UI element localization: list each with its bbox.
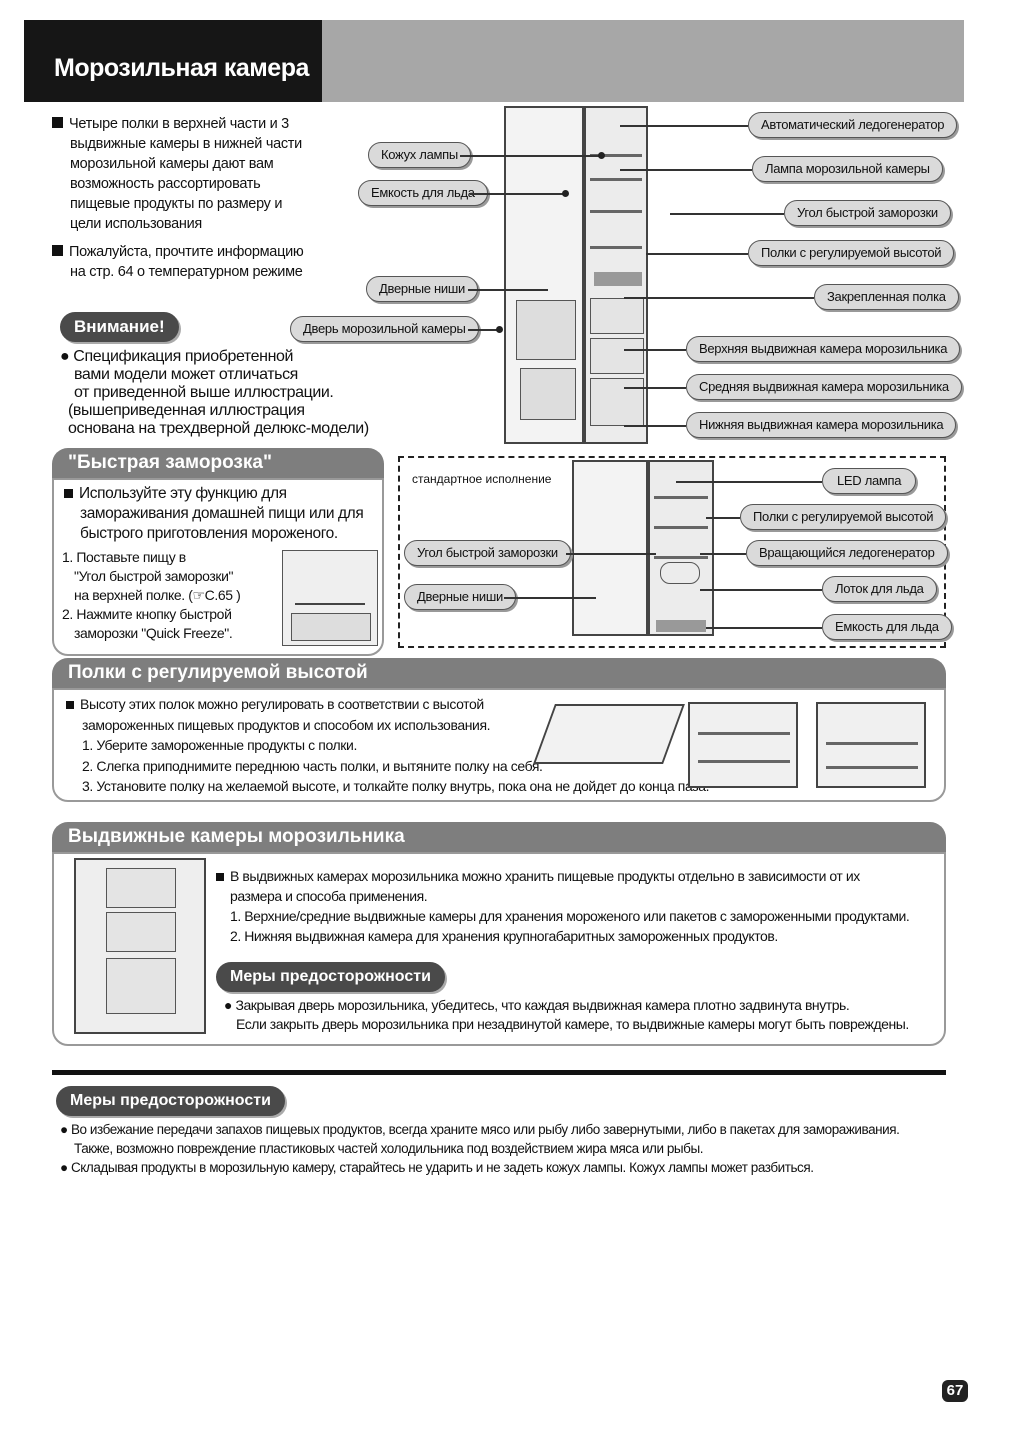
label-fixed-shelf: Закрепленная полка: [814, 284, 959, 310]
door-bin: [520, 368, 576, 420]
shelf-line: [654, 556, 708, 559]
label-freezer-door: Дверь морозильной камеры: [290, 316, 479, 342]
leader-line: [624, 425, 686, 427]
leader-line: [624, 297, 814, 299]
label-door-bins: Дверные ниши: [366, 276, 478, 302]
square-bullet-icon: [66, 701, 74, 709]
drawer-bottom: [590, 378, 644, 426]
leader-line: [470, 193, 566, 195]
leader-line: [468, 329, 500, 331]
leader-line: [460, 155, 602, 157]
label-middle-drawer: Средняя выдвижная камера морозильника: [686, 374, 962, 400]
drawers-caution-label: Меры предосторожности: [216, 962, 445, 992]
leader-line: [468, 289, 548, 291]
square-bullet-icon: [216, 873, 224, 881]
drawer-bottom: [106, 958, 176, 1014]
leader-line: [624, 387, 686, 389]
label-door-bins-std: Дверные ниши: [404, 584, 516, 610]
leader-line: [566, 553, 656, 555]
bottom-caution-text: ● Во избежание передачи запахов пищевых …: [60, 1122, 900, 1175]
label-freezer-lamp: Лампа морозильной камеры: [752, 156, 943, 182]
leader-line: [676, 481, 822, 483]
door-bin: [516, 300, 576, 360]
label-quick-freeze-corner-std: Угол быстрой заморозки: [404, 540, 571, 566]
label-upper-drawer: Верхняя выдвижная камера морозильника: [686, 336, 961, 362]
shelf-line: [590, 178, 642, 181]
label-ice-bin: Емкость для льда: [358, 180, 488, 206]
bottom-caution-label: Меры предосторожности: [56, 1086, 285, 1116]
leader-line: [706, 627, 822, 629]
label-adjustable-shelves-std: Полки с регулируемой высотой: [740, 504, 947, 530]
leader-line: [700, 553, 746, 555]
shelf-removal-illustration: [533, 704, 685, 764]
leader-line: [670, 213, 784, 215]
drawers-caution-text: ● Закрывая дверь морозильника, убедитесь…: [224, 997, 909, 1032]
drawer-top: [590, 298, 644, 334]
label-lower-drawer: Нижняя выдвижная камера морозильника: [686, 412, 957, 438]
label-ice-tray: Лоток для льда: [822, 576, 937, 602]
shelf-line: [826, 766, 918, 769]
shelves-text: Высоту этих полок можно регулировать в с…: [66, 694, 709, 797]
intro-bullet-1: Четыре полки в верхней части и 3 выдвижн…: [52, 114, 322, 234]
drawers-header: Выдвижные камеры морозильника: [52, 822, 946, 852]
standard-cabinet-illustration: [648, 460, 714, 636]
leader-line: [620, 125, 748, 127]
intro-bullet-2: Пожалуйста, прочтите информацию на стр. …: [52, 242, 332, 282]
quick-freeze-header: "Быстрая заморозка": [52, 448, 384, 478]
shelves-header: Полки с регулируемой высотой: [52, 658, 946, 688]
drawers-text: В выдвижных камерах морозильника можно х…: [216, 866, 910, 946]
square-bullet-icon: [52, 117, 63, 128]
label-led-lamp: LED лампа: [822, 468, 917, 494]
page-number: 67: [942, 1380, 968, 1402]
leader-line: [706, 517, 740, 519]
attention-text: ● Спецификация приобретенной вами модели…: [60, 348, 369, 437]
leader-dot: [598, 152, 605, 159]
shelf-position-illustration-2: [816, 702, 926, 788]
attention-label: Внимание!: [60, 312, 179, 342]
leader-dot: [562, 190, 569, 197]
leader-dot: [496, 326, 503, 333]
shelf-line: [590, 154, 642, 157]
quick-freeze-bullet: Используйте эту функцию для замораживани…: [64, 484, 364, 544]
drawer-top: [106, 868, 176, 908]
shelf-line: [295, 575, 365, 605]
shelf-line: [826, 742, 918, 745]
shelf-position-illustration-1: [688, 702, 798, 788]
shelves-box: [52, 688, 946, 802]
quick-freeze-steps: 1. Поставьте пищу в "Угол быстрой заморо…: [62, 549, 241, 641]
shelf-line: [698, 732, 790, 735]
leader-line: [504, 597, 596, 599]
divider: [52, 1070, 946, 1075]
standard-door-illustration: [572, 460, 648, 636]
drawers-box: [52, 852, 946, 1046]
drawer-middle: [106, 912, 176, 952]
quick-freeze-illustration: [282, 550, 378, 646]
label-rotating-icemaker: Вращающийся ледогенератор: [746, 540, 948, 566]
shelf-line: [654, 526, 708, 529]
square-bullet-icon: [64, 489, 73, 498]
page-title: Морозильная камера: [24, 20, 322, 102]
drawer-middle: [590, 338, 644, 374]
leader-line: [700, 589, 822, 591]
standard-caption: стандартное исполнение: [410, 472, 554, 486]
ice-bin-illustration: [656, 620, 706, 632]
fixed-shelf: [594, 272, 642, 286]
drawer-illustration: [291, 613, 371, 641]
label-quick-freeze-corner: Угол быстрой заморозки: [784, 200, 951, 226]
label-adjustable-shelves: Полки с регулируемой высотой: [748, 240, 955, 266]
quick-freeze-box: [52, 478, 384, 656]
icemaker-illustration: [660, 562, 700, 584]
shelf-line: [590, 210, 642, 213]
square-bullet-icon: [52, 245, 63, 256]
drawers-illustration: [74, 858, 206, 1034]
leader-line: [646, 253, 748, 255]
label-ice-bin-std: Емкость для льда: [822, 614, 952, 640]
shelf-line: [698, 760, 790, 763]
leader-line: [624, 349, 686, 351]
shelf-line: [590, 246, 642, 249]
shelf-line: [654, 496, 708, 499]
label-lamp-cover: Кожух лампы: [368, 142, 471, 168]
leader-line: [620, 169, 752, 171]
label-auto-icemaker: Автоматический ледогенератор: [748, 112, 958, 138]
